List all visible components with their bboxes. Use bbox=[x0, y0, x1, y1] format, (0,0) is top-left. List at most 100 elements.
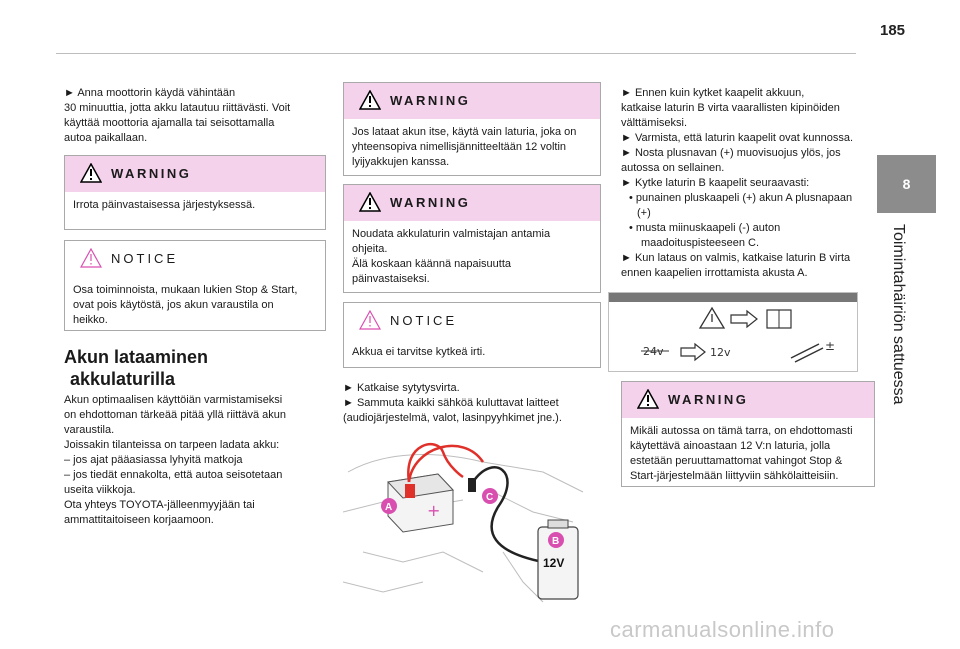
section-body: Akun optimaalisen käyttöiän varmistamise… bbox=[64, 393, 334, 528]
svg-text:A: A bbox=[385, 502, 392, 513]
red-clamp-icon bbox=[405, 484, 415, 498]
procedure-line: • punainen pluskaapeli (+) akun A plusna… bbox=[629, 192, 853, 204]
warning-label: WARNING bbox=[390, 195, 471, 210]
intro-line: käyttää moottoria ajamalla tai seisottam… bbox=[64, 117, 275, 129]
intro-line: autoa paikallaan. bbox=[64, 132, 148, 144]
black-clamp-icon bbox=[468, 478, 476, 492]
chapter-title: Toimintahäiriön sattuessa bbox=[883, 224, 913, 414]
notice-text: Osa toiminnoista, mukaan lukien Stop & S… bbox=[65, 277, 325, 334]
notice-line: heikko. bbox=[73, 314, 108, 326]
warning-header: WARNING bbox=[344, 83, 600, 119]
notice-triangle-icon bbox=[359, 310, 381, 330]
step-line: (audiojärjestelmä, valot, lasinpyyhkimet… bbox=[343, 412, 562, 424]
step-line: ► Sammuta kaikki sähköä kuluttavat laitt… bbox=[343, 397, 559, 409]
arrow-icon bbox=[730, 309, 758, 329]
body-line: Joissakin tilanteissa on tarpeen ladata … bbox=[64, 439, 280, 451]
warning-text: Mikäli autossa on tämä tarra, on ehdotto… bbox=[622, 418, 874, 490]
warning-text: Noudata akkulaturin valmistajan antamia … bbox=[344, 221, 600, 293]
warning-box-12v-only: WARNING Mikäli autossa on tämä tarra, on… bbox=[621, 381, 875, 487]
warning-line: Start-järjestelmään liittyviin sähkölait… bbox=[630, 470, 839, 482]
body-line: – jos tiedät ennakolta, että autoa seiso… bbox=[64, 469, 283, 481]
warning-line: päinvastaiseksi. bbox=[352, 273, 430, 285]
notice-box-disconnect: NOTICE Akkua ei tarvitse kytkeä irti. bbox=[343, 302, 601, 368]
intro-line: ► Anna moottorin käydä vähintään bbox=[64, 87, 236, 99]
intro-text: ► Anna moottorin käydä vähintään 30 minu… bbox=[64, 86, 334, 146]
warning-label: WARNING bbox=[390, 93, 471, 108]
procedure-line: ► Varmista, että laturin kaapelit ovat k… bbox=[621, 132, 854, 144]
warning-header: WARNING bbox=[65, 156, 325, 192]
header-rule bbox=[56, 53, 856, 54]
step-line: ► Katkaise sytytysvirta. bbox=[343, 382, 460, 394]
svg-text:+: + bbox=[427, 501, 440, 520]
warning-label: WARNING bbox=[668, 392, 749, 407]
procedure-line: maadoituspisteeseen C. bbox=[641, 237, 760, 249]
procedure-line: ennen kaapelien irrottamista akusta A. bbox=[621, 267, 808, 279]
warning-box-charger-compat: WARNING Jos lataat akun itse, käytä vain… bbox=[343, 82, 601, 176]
svg-text:12V: 12V bbox=[543, 556, 564, 570]
heading-line: Akun lataaminen bbox=[64, 347, 209, 367]
heading-line: akkulaturilla bbox=[70, 369, 176, 389]
procedure-line: katkaise laturin B virta vaarallisten ki… bbox=[621, 102, 840, 114]
page-number: 185 bbox=[880, 22, 906, 39]
warning-line: käytettävä ainoastaan 12 V:n laturia, jo… bbox=[630, 440, 831, 452]
warning-pictogram-icon bbox=[698, 306, 726, 329]
warning-line: estetään peruuttamattomat vahingot Stop … bbox=[630, 455, 843, 467]
warning-line: Noudata akkulaturin valmistajan antamia bbox=[352, 228, 551, 240]
label-pictogram: 24v 12v ± bbox=[641, 306, 835, 363]
warning-line: Älä koskaan käännä napaisuutta bbox=[352, 258, 512, 270]
notice-header: NOTICE bbox=[344, 303, 600, 339]
warning-line: ohjeita. bbox=[352, 243, 388, 255]
warning-triangle-icon bbox=[637, 389, 659, 409]
notice-triangle-icon bbox=[80, 248, 102, 268]
warning-header: WARNING bbox=[622, 382, 874, 418]
charger-drawing: 12V bbox=[537, 519, 579, 600]
notice-label: NOTICE bbox=[390, 313, 458, 328]
warning-triangle-icon bbox=[359, 90, 381, 110]
body-line: on ehdottoman tärkeää pitää yllä riittäv… bbox=[64, 409, 286, 421]
warning-line: yhteensopiva nimellisjännitteeltään 12 v… bbox=[352, 141, 567, 153]
warning-triangle-icon bbox=[359, 192, 381, 212]
svg-text:C: C bbox=[486, 492, 493, 503]
svg-text:±: ± bbox=[825, 339, 835, 353]
body-line: varaustila. bbox=[64, 424, 115, 436]
procedure-line: ► Nosta plusnavan (+) muovisuojus ylös, … bbox=[621, 147, 841, 159]
marker-a-icon bbox=[381, 498, 397, 514]
warning-label: WARNING bbox=[111, 166, 192, 181]
arrow-icon bbox=[680, 342, 706, 362]
procedure-line: (+) bbox=[637, 207, 651, 219]
body-line: – jos ajat pääasiassa lyhyitä matkoja bbox=[64, 454, 243, 466]
chapter-title-text: Toimintahäiriön sattuessa bbox=[890, 224, 907, 405]
clamp-icon bbox=[790, 343, 824, 363]
chapter-tab[interactable]: 8 bbox=[877, 155, 936, 213]
notice-header: NOTICE bbox=[65, 241, 325, 277]
stop-start-label-image: 24v 12v ± bbox=[608, 292, 858, 372]
svg-text:12v: 12v bbox=[710, 346, 731, 359]
notice-text: Akkua ei tarvitse kytkeä irti. bbox=[352, 346, 486, 358]
car-battery-drawing bbox=[386, 473, 455, 533]
warning-box-polarity: WARNING Noudata akkulaturin valmistajan … bbox=[343, 184, 601, 293]
notice-box-stop-start: NOTICE Osa toiminnoista, mukaan lukien S… bbox=[64, 240, 326, 331]
warning-box-reverse-order: WARNING Irrota päinvastaisessa järjestyk… bbox=[64, 155, 326, 230]
body-line: Ota yhteys TOYOTA-jälleenmyyjään tai bbox=[64, 499, 255, 511]
procedure-line: autossa on sellainen. bbox=[621, 162, 725, 174]
body-line: Akun optimaalisen käyttöiän varmistamise… bbox=[64, 394, 283, 406]
notice-line: ovat pois käytöstä, jos akun varaustila … bbox=[73, 299, 274, 311]
procedure-text: ► Ennen kuin kytket kaapelit akkuun, kat… bbox=[621, 86, 879, 281]
procedure-line: • musta miinuskaapeli (-) auton bbox=[629, 222, 781, 234]
chapter-tab-number: 8 bbox=[902, 176, 911, 192]
warning-triangle-icon bbox=[80, 163, 102, 183]
warning-text: Jos lataat akun itse, käytä vain laturia… bbox=[344, 119, 600, 176]
procedure-line: ► Kytke laturin B kaapelit seuraavasti: bbox=[621, 177, 810, 189]
procedure-line: välttämiseksi. bbox=[621, 117, 688, 129]
body-line: ammattitaitoiseen korjaamoon. bbox=[64, 514, 214, 526]
notice-line: Osa toiminnoista, mukaan lukien Stop & S… bbox=[73, 284, 298, 296]
intro-line: 30 minuuttia, jotta akku latautuu riittä… bbox=[64, 102, 291, 114]
watermark: carmanualsonline.info bbox=[610, 617, 835, 642]
label-top-bar bbox=[609, 293, 857, 302]
section-heading: Akun lataaminen akkulaturilla bbox=[64, 346, 208, 390]
body-line: useita viikkoja. bbox=[64, 484, 136, 496]
procedure-line: ► Ennen kuin kytket kaapelit akkuun, bbox=[621, 87, 805, 99]
warning-text: Irrota päinvastaisessa järjestyksessä. bbox=[73, 199, 256, 211]
notice-label: NOTICE bbox=[111, 251, 179, 266]
warning-line: lyijyakkujen kanssa. bbox=[352, 156, 450, 168]
